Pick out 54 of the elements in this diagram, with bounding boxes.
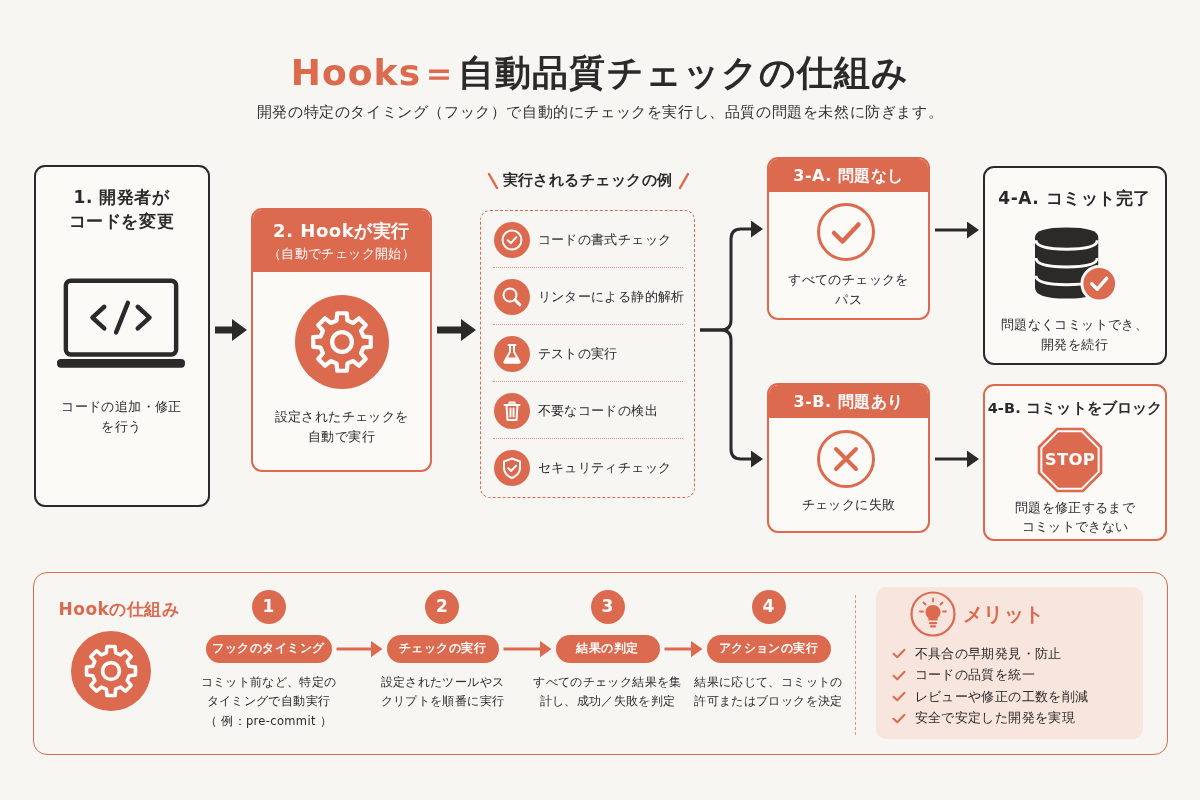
step-card: [34, 165, 210, 507]
step-card: [767, 157, 930, 320]
merit-item: コードの品質を統一: [914, 666, 1035, 684]
step-description: 設定されたツールやスクリプトを順番に実行: [379, 673, 506, 710]
card-text: 設定されたチェックを自動で実行: [273, 408, 410, 446]
merit-item: レビューや修正の工数を削減: [914, 687, 1089, 706]
card-title: 2. Hookが実行: [273, 219, 410, 243]
title: Hooks＝自動品質チェックの仕組み: [290, 51, 910, 95]
step-pill: 結果の判定: [555, 634, 660, 663]
step-pill: アクションの実行: [706, 634, 831, 663]
panel-title: Hookの仕組み: [58, 597, 180, 621]
card-title: 3-A. 問題なし: [793, 165, 904, 187]
merit-panel: [875, 586, 1143, 739]
card-title: 4-A. コミット完了: [998, 186, 1151, 210]
card-title: 1. 開発者がコードを変更: [67, 185, 176, 233]
step-number: 1: [251, 589, 286, 624]
subtitle: 開発の特定のタイミング（フック）で自動的にチェックを実行し、品質の問題を未然に防ぎます。: [256, 102, 944, 123]
check-item-text: 不要なコードの検出: [537, 401, 658, 420]
step-description: コミット前など、特定のタイミングで自動実行（ 例：pre-commit ）: [199, 673, 338, 730]
step-card: [983, 166, 1167, 365]
check-item-text: コードの書式チェック: [537, 230, 672, 249]
arrow: [935, 450, 979, 468]
check-item-text: リンターによる静的解析: [537, 287, 685, 306]
step-number: 3: [590, 589, 625, 624]
merit-item: 安全で安定した開発を実現: [914, 709, 1075, 727]
card-text: 問題なくコミットでき、開発を続行: [999, 315, 1150, 354]
step-pill: チェックの実行: [386, 634, 499, 663]
arrow: [935, 221, 979, 239]
arrow: [664, 640, 703, 658]
step-card: [983, 384, 1167, 541]
card-title: 3-B. 問題あり: [793, 391, 904, 413]
card-text: コードの追加・修正を行う: [60, 397, 183, 436]
check-item-text: テストの実行: [537, 344, 618, 363]
card-subtitle: （自動でチェック開始）: [267, 245, 416, 263]
section-title: 実行されるチェックの例: [502, 171, 673, 190]
step-pill: フックのタイミング: [205, 634, 332, 663]
step-description: 結果に応じて、コミットの許可またはブロックを決定: [693, 673, 844, 710]
arrow: [336, 640, 383, 658]
step-number: 4: [751, 589, 786, 624]
check-item-text: セキュリティチェック: [537, 458, 672, 477]
card-text: 問題を修正するまでコミットできない: [1013, 498, 1137, 536]
step-card: [767, 383, 930, 533]
step-card: [251, 208, 432, 472]
card-text: チェックに失敗: [801, 496, 896, 514]
step-description: すべてのチェック結果を集計し、成功／失敗を判定: [532, 673, 683, 710]
step-number: 2: [425, 589, 459, 624]
arrow: [700, 328, 763, 468]
card-text: すべてのチェックをパス: [787, 271, 910, 309]
merit-item: 不具合の早期発見・防止: [914, 644, 1062, 663]
process-panel: [33, 572, 1168, 755]
arrow: [503, 640, 552, 658]
card-title: 4-B. コミットをブロック: [987, 399, 1163, 418]
stop-sign: STOP: [1035, 425, 1105, 495]
panel-title: メリット: [962, 600, 1045, 628]
